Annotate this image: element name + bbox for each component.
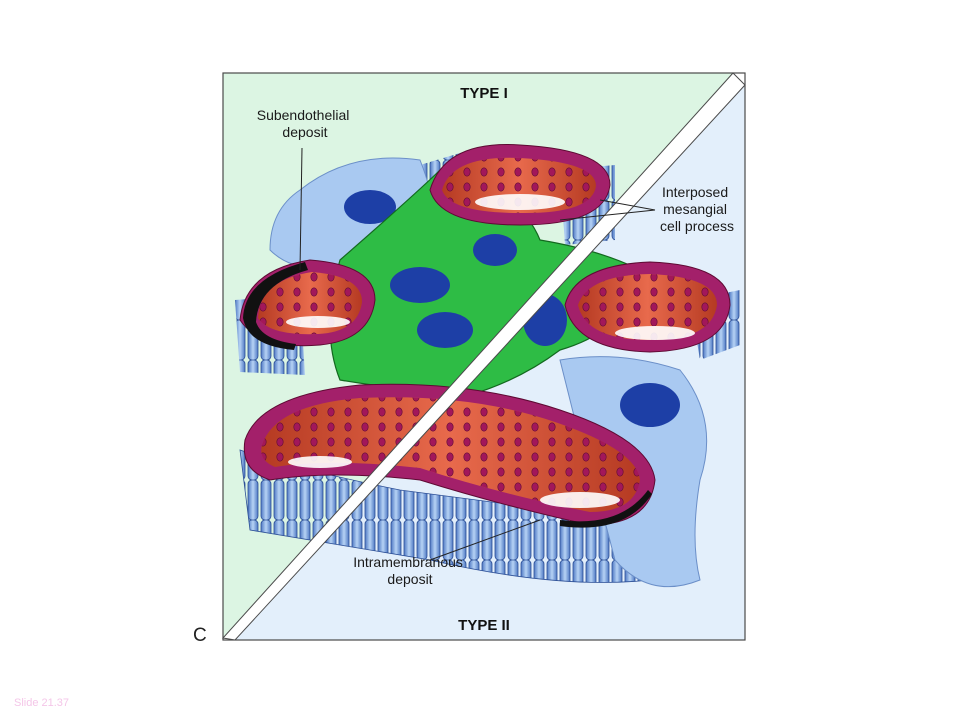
capillary-loops [239, 144, 731, 528]
panel-border [222, 72, 746, 641]
podocyte-nucleus [620, 383, 680, 427]
podocytes [269, 157, 708, 588]
label-intramembranous-deposit: Intramembranous deposit [353, 554, 467, 587]
slide-number: Slide 21.37 [14, 697, 70, 709]
subendothelial-deposit [243, 262, 308, 350]
capillary-bottom [243, 383, 656, 528]
capillary-left [239, 259, 376, 350]
nucleus [417, 312, 473, 348]
intramembranous-deposit [560, 490, 652, 528]
nucleus [473, 234, 517, 266]
podocyte-nucleus [344, 190, 396, 224]
label-subendothelial-deposit: Subendothelial deposit [257, 107, 354, 140]
leader-lines [299, 147, 656, 561]
label-interposed-mesangial: Interposed mesangial cell process [660, 184, 734, 234]
panel-letter: C [193, 625, 207, 646]
capillary-top [429, 144, 611, 226]
capillary-right [564, 261, 731, 353]
type-ii-title: TYPE II [458, 617, 510, 634]
nucleus [390, 267, 450, 303]
type-i-title: TYPE I [460, 85, 508, 102]
